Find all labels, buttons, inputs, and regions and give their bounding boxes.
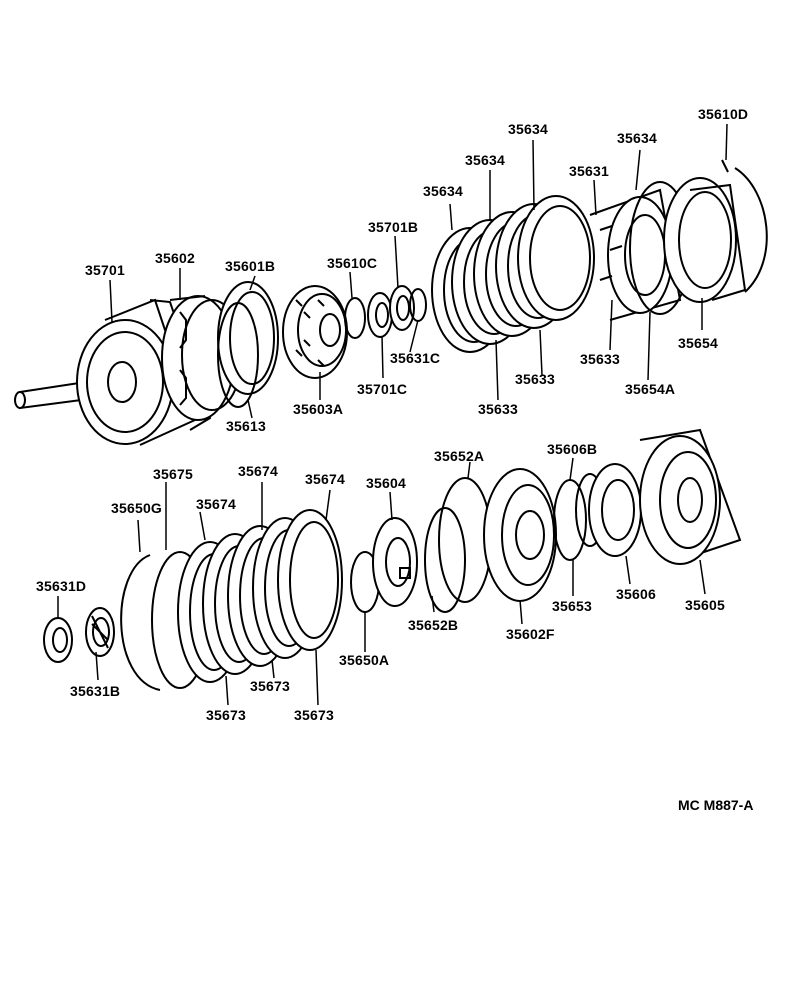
- part-35605-drum: [639, 428, 742, 565]
- label-35606: 35606: [616, 586, 656, 602]
- label-35650A: 35650A: [339, 652, 390, 668]
- part-35653-ring: [553, 479, 587, 561]
- label-35674-c: 35674: [305, 471, 345, 487]
- label-35631B: 35631B: [70, 683, 121, 699]
- label-35604: 35604: [366, 475, 406, 491]
- part-35602F-piston: [483, 468, 557, 602]
- label-35631: 35631: [569, 163, 609, 179]
- label-35610C: 35610C: [327, 255, 378, 271]
- label-35602F: 35602F: [506, 626, 555, 642]
- part-35701B-bearing: [389, 285, 415, 331]
- label-35606B: 35606B: [547, 441, 598, 457]
- diagram-code: MC M887-A: [678, 797, 754, 813]
- label-35631D: 35631D: [36, 578, 87, 594]
- label-35601B: 35601B: [225, 258, 276, 274]
- label-35674-b: 35674: [238, 463, 278, 479]
- label-35605: 35605: [685, 597, 725, 613]
- label-35633-a: 35633: [515, 371, 555, 387]
- top-clutch-pack: [431, 195, 595, 353]
- label-35701C: 35701C: [357, 381, 408, 397]
- label-35654: 35654: [678, 335, 718, 351]
- part-35610D-snapring: [734, 167, 768, 293]
- label-35634-c: 35634: [508, 121, 548, 137]
- bottom-clutch-pack: [177, 509, 343, 683]
- label-35603A: 35603A: [293, 401, 344, 417]
- leader-lines: [57, 123, 728, 706]
- part-35601B-ring: [217, 281, 279, 395]
- label-35701B: 35701B: [368, 219, 419, 235]
- part-35610C-ring: [344, 297, 366, 339]
- part-35606-bearing: [588, 463, 642, 557]
- label-35633-c: 35633: [580, 351, 620, 367]
- label-35631C: 35631C: [390, 350, 441, 366]
- label-35653: 35653: [552, 598, 592, 614]
- part-35631D-washer: [43, 617, 73, 663]
- part-35603A-hub: [282, 285, 348, 379]
- label-35633-b: 35633: [478, 401, 518, 417]
- label-35634-d: 35634: [617, 130, 657, 146]
- label-35610D: 35610D: [698, 106, 749, 122]
- label-35634-b: 35634: [465, 152, 505, 168]
- part-35701C-bearing: [367, 292, 393, 338]
- part-35701-drum: [76, 298, 212, 446]
- part-35650G-snapring: [120, 554, 161, 691]
- label-35673-a: 35673: [206, 707, 246, 723]
- label-35673-b: 35673: [250, 678, 290, 694]
- label-35650G: 35650G: [111, 500, 163, 516]
- label-35674-a: 35674: [196, 496, 236, 512]
- label-35654A: 35654A: [625, 381, 676, 397]
- label-35675: 35675: [153, 466, 193, 482]
- label-35634-a: 35634: [423, 183, 463, 199]
- label-35613: 35613: [226, 418, 266, 434]
- part-35604-plate: [372, 517, 418, 607]
- part-35654-drum: [663, 177, 747, 303]
- label-35602: 35602: [155, 250, 195, 266]
- label-35652B: 35652B: [408, 617, 459, 633]
- part-35613-snapring: [217, 302, 259, 408]
- label-35701: 35701: [85, 262, 125, 278]
- part-35652B-ring: [424, 507, 466, 613]
- label-35673-c: 35673: [294, 707, 334, 723]
- part-35631B-bearing: [85, 607, 115, 657]
- label-35652A: 35652A: [434, 448, 485, 464]
